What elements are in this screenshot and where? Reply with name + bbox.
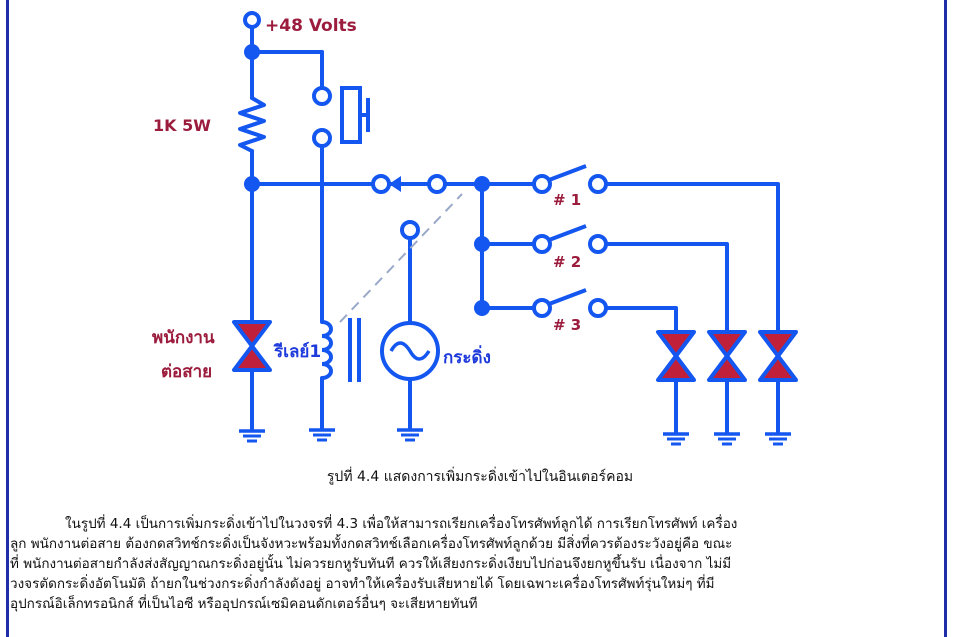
circuit-diagram: +48 Volts 1K 5W พนักงาน ต่อสาย รีเลย์1 ก… [152,11,798,446]
paragraph-line: ที่ พนักงานต่อสายกำลังส่งสัญญาณกระดิ่งอย… [10,556,732,572]
relay-coil [321,318,361,382]
switch-1-label: # 1 [553,191,581,209]
paragraph-line: วงจรตัดกระดิ่งอัตโนมัติ ถ้ายกในช่วงกระดิ… [10,576,715,592]
relay-label: รีเลย์1 [273,341,321,362]
extension-2-diode [707,330,747,382]
wire-ext2 [604,242,729,332]
ringer [380,220,440,381]
supply-terminal [243,11,261,29]
resistor-label: 1K 5W [153,116,211,135]
body-paragraph: ในรูปที่ 4.4 เป็นการเพิ่มกระดิ่งเข้าไปใน… [10,514,938,614]
ground-ext2 [712,426,742,446]
selector-switches [532,164,608,318]
frame-left-border [6,0,9,637]
paragraph-line: ลูก พนักงานต่อสาย ต้องกดสวิทช์กระดิ่งเป็… [10,536,733,552]
ringer-label: กระดิ่ง [443,345,491,368]
operator-label-2: ต่อสาย [161,362,212,382]
bell-push-switch [312,86,370,148]
wire-ext1 [604,182,780,332]
wire-ext3 [604,306,678,332]
ground-operator [237,423,267,443]
paragraph-line: อุปกรณ์อิเล็กทรอนิกส์ ที่เป็นไอซี หรืออุ… [10,596,478,612]
operator-handset-diode [232,320,272,372]
frame-right-border [944,0,947,637]
supply-label: +48 Volts [265,16,357,36]
switch-3-label: # 3 [553,316,581,334]
operator-label-1: พนักงาน [152,328,215,348]
ground-ext1 [763,426,793,446]
ground-ext3 [661,426,691,446]
ground-ringer [395,422,425,442]
extension-1-diode [758,330,798,382]
figure-caption: รูปที่ 4.4 แสดงการเพิ่มกระดิ่งเข้าไปในอิ… [326,469,634,485]
junction-dots [244,44,490,316]
relay-contact [371,174,447,194]
relay-link-dashed [339,193,463,323]
extension-3-diode [656,330,696,382]
paragraph-line: ในรูปที่ 4.4 เป็นการเพิ่มกระดิ่งเข้าไปใน… [65,516,738,532]
resistor-1k [238,96,266,153]
switch-2-label: # 2 [553,253,581,271]
ground-relay [307,422,337,442]
